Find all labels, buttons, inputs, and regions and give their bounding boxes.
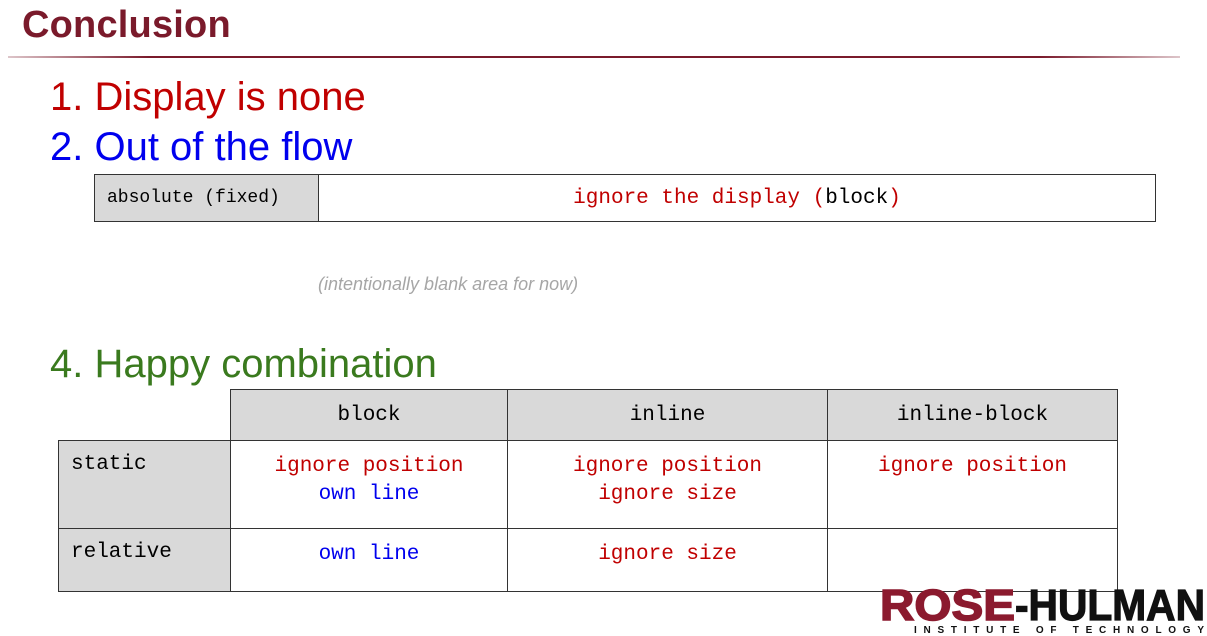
column-header-inline: inline: [507, 389, 828, 441]
combination-header-row: block inline inline-block: [59, 389, 1118, 441]
cell-text: ignore position: [274, 455, 464, 478]
row-header-static: static: [58, 440, 231, 529]
absolute-value-block: block: [825, 186, 889, 210]
absolute-value-suffix: ): [888, 186, 901, 210]
point-out-of-flow: 2. Out of the flow: [50, 125, 353, 169]
cell-relative-block: own line: [230, 528, 508, 592]
row-header-relative: relative: [58, 528, 231, 592]
svg-text:-HULMAN: -HULMAN: [1015, 581, 1205, 630]
absolute-table: absolute (fixed) ignore the display (blo…: [94, 174, 1156, 222]
cell-text: ignore position: [877, 455, 1068, 478]
absolute-row: absolute (fixed) ignore the display (blo…: [94, 174, 1156, 222]
column-header-inline-block: inline-block: [827, 389, 1118, 441]
absolute-value-prefix: ignore the display (: [573, 186, 826, 210]
cell-static-inline-block: ignore position: [827, 440, 1118, 529]
cell-text: own line: [318, 483, 420, 506]
cell-text: own line: [318, 543, 420, 566]
cell-text: ignore size: [598, 543, 737, 566]
table-row: static ignore position own line ignore p…: [58, 440, 1118, 529]
cell-relative-inline: ignore size: [507, 528, 828, 592]
table-row: relative own line ignore size: [58, 528, 1118, 592]
point-happy-combination: 4. Happy combination: [50, 342, 437, 386]
column-header-block: block: [230, 389, 508, 441]
cell-text: ignore position: [572, 455, 763, 478]
slide-title: Conclusion: [22, 4, 231, 46]
point-display-none: 1. Display is none: [50, 75, 366, 119]
blank-area-note: (intentionally blank area for now): [318, 274, 579, 294]
cell-static-inline: ignore position ignore size: [507, 440, 828, 529]
rose-hulman-logo: ROSE -HULMAN INSTITUTE OF TECHNOLOGY: [880, 580, 1205, 636]
cell-relative-inline-block: [827, 528, 1118, 592]
cell-static-block: ignore position own line: [230, 440, 508, 529]
title-divider: [8, 56, 1180, 58]
table-corner: [59, 390, 231, 441]
absolute-value-cell: ignore the display (block): [318, 174, 1156, 222]
svg-text:ROSE: ROSE: [880, 581, 1015, 630]
absolute-key-cell: absolute (fixed): [94, 174, 319, 222]
cell-text: ignore size: [598, 483, 737, 506]
combination-table: block inline inline-block static ignore …: [58, 389, 1118, 592]
